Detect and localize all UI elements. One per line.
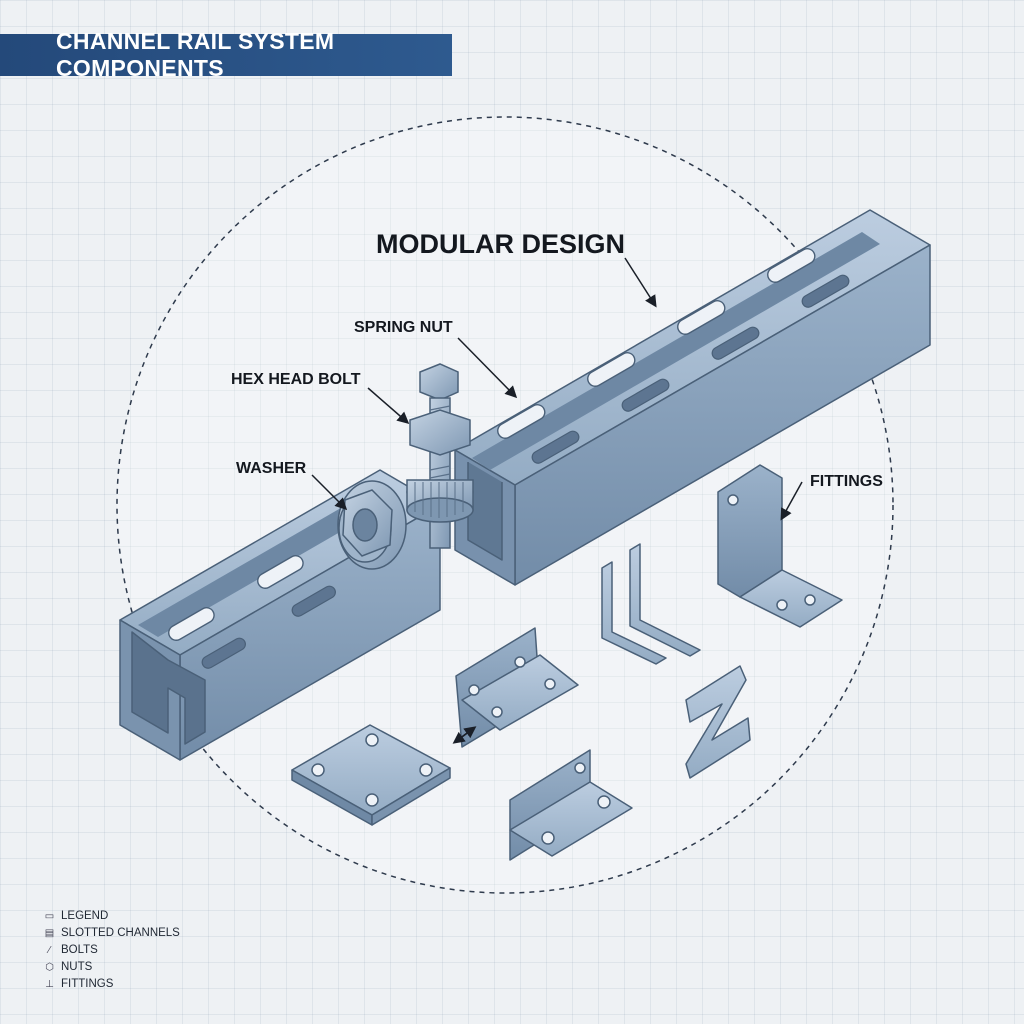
bolt-icon: ⁄ xyxy=(48,945,51,956)
legend-item: ⁄ BOLTS xyxy=(44,942,180,959)
fitting-flat-angle xyxy=(455,627,579,748)
legend-item-label: SLOTTED CHANNELS xyxy=(61,927,180,939)
legend-item: ▤ SLOTTED CHANNELS xyxy=(44,925,180,942)
rear-channel-side-slots xyxy=(531,274,850,464)
washer xyxy=(337,480,407,570)
title-banner: CHANNEL RAIL SYSTEM COMPONENTS xyxy=(0,28,452,81)
fitting-angle-bracket-tall xyxy=(717,464,843,628)
page-title: CHANNEL RAIL SYSTEM COMPONENTS xyxy=(56,28,335,81)
rear-channel-slots xyxy=(497,248,816,439)
fitting-z-bracket xyxy=(685,665,751,779)
legend-item: ⬡ NUTS xyxy=(44,959,180,976)
channel-icon: ▤ xyxy=(44,928,55,939)
legend: ▭ LEGEND ▤ SLOTTED CHANNELS ⁄ BOLTS ⬡ NU… xyxy=(44,908,180,993)
legend-heading-row: ▭ LEGEND xyxy=(44,908,180,925)
callout-lines xyxy=(311,257,803,744)
legend-heading: LEGEND xyxy=(61,910,109,922)
front-channel xyxy=(119,469,441,761)
legend-item-label: FITTINGS xyxy=(61,978,114,990)
label-hex-head-bolt: HEX HEAD BOLT xyxy=(231,371,361,388)
fitting-icon: ⊥ xyxy=(45,979,54,990)
rear-channel xyxy=(454,209,931,586)
fitting-l-angles xyxy=(601,543,701,665)
fitting-square-plate xyxy=(291,724,451,826)
label-spring-nut: SPRING NUT xyxy=(354,319,453,336)
nut-icon: ⬡ xyxy=(45,962,54,973)
legend-item-label: NUTS xyxy=(61,961,93,973)
label-modular-design: MODULAR DESIGN xyxy=(376,229,625,259)
label-fittings: FITTINGS xyxy=(810,473,883,490)
label-washer: WASHER xyxy=(236,460,307,477)
legend-item: ⊥ FITTINGS xyxy=(44,976,180,993)
front-channel-side-slots xyxy=(201,585,336,669)
front-channel-slots xyxy=(168,555,304,641)
legend-book-icon: ▭ xyxy=(44,911,55,922)
legend-item-label: BOLTS xyxy=(61,944,98,956)
spring-nut xyxy=(406,409,474,523)
fitting-bottom-angle xyxy=(509,749,633,861)
